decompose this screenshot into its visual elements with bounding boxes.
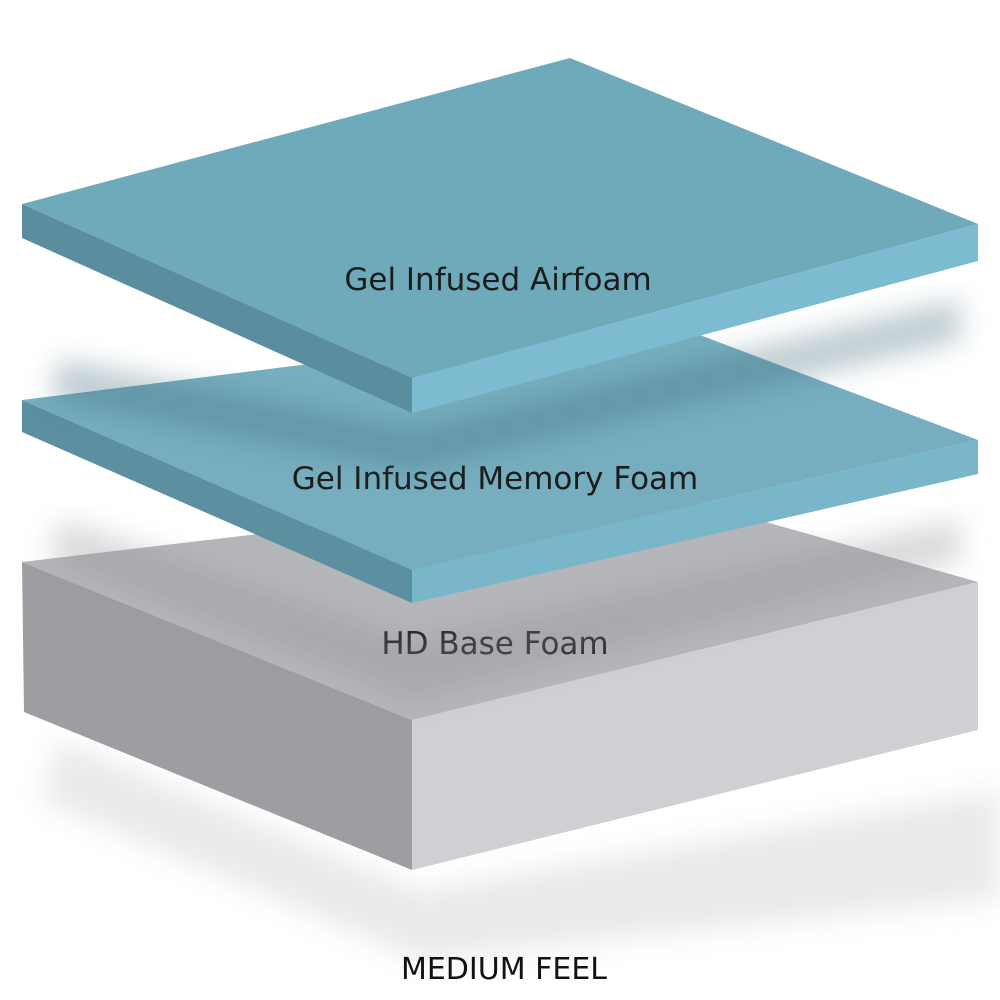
medium-feel-caption: MEDIUM FEEL [401, 952, 607, 987]
base-floor-shadow [40, 740, 1000, 960]
gel-airfoam-top-face [22, 58, 978, 378]
hd-base-foam-front-face [412, 582, 978, 870]
middle-layer-shadow [50, 520, 960, 700]
top-layer-shadow [50, 300, 960, 470]
hd-base-foam-left-face [22, 562, 412, 870]
gel-memory-foam-label: Gel Infused Memory Foam [292, 461, 698, 497]
gel-airfoam-front-face [412, 224, 978, 413]
gel-memory-foam-left-face [22, 400, 412, 603]
gel-airfoam-layer: Gel Infused Airfoam [22, 58, 978, 413]
gel-airfoam-label: Gel Infused Airfoam [344, 262, 651, 298]
gel-airfoam-left-face [22, 204, 412, 413]
gel-memory-foam-front-face [412, 440, 978, 603]
hd-base-foam-top-face [22, 488, 978, 720]
